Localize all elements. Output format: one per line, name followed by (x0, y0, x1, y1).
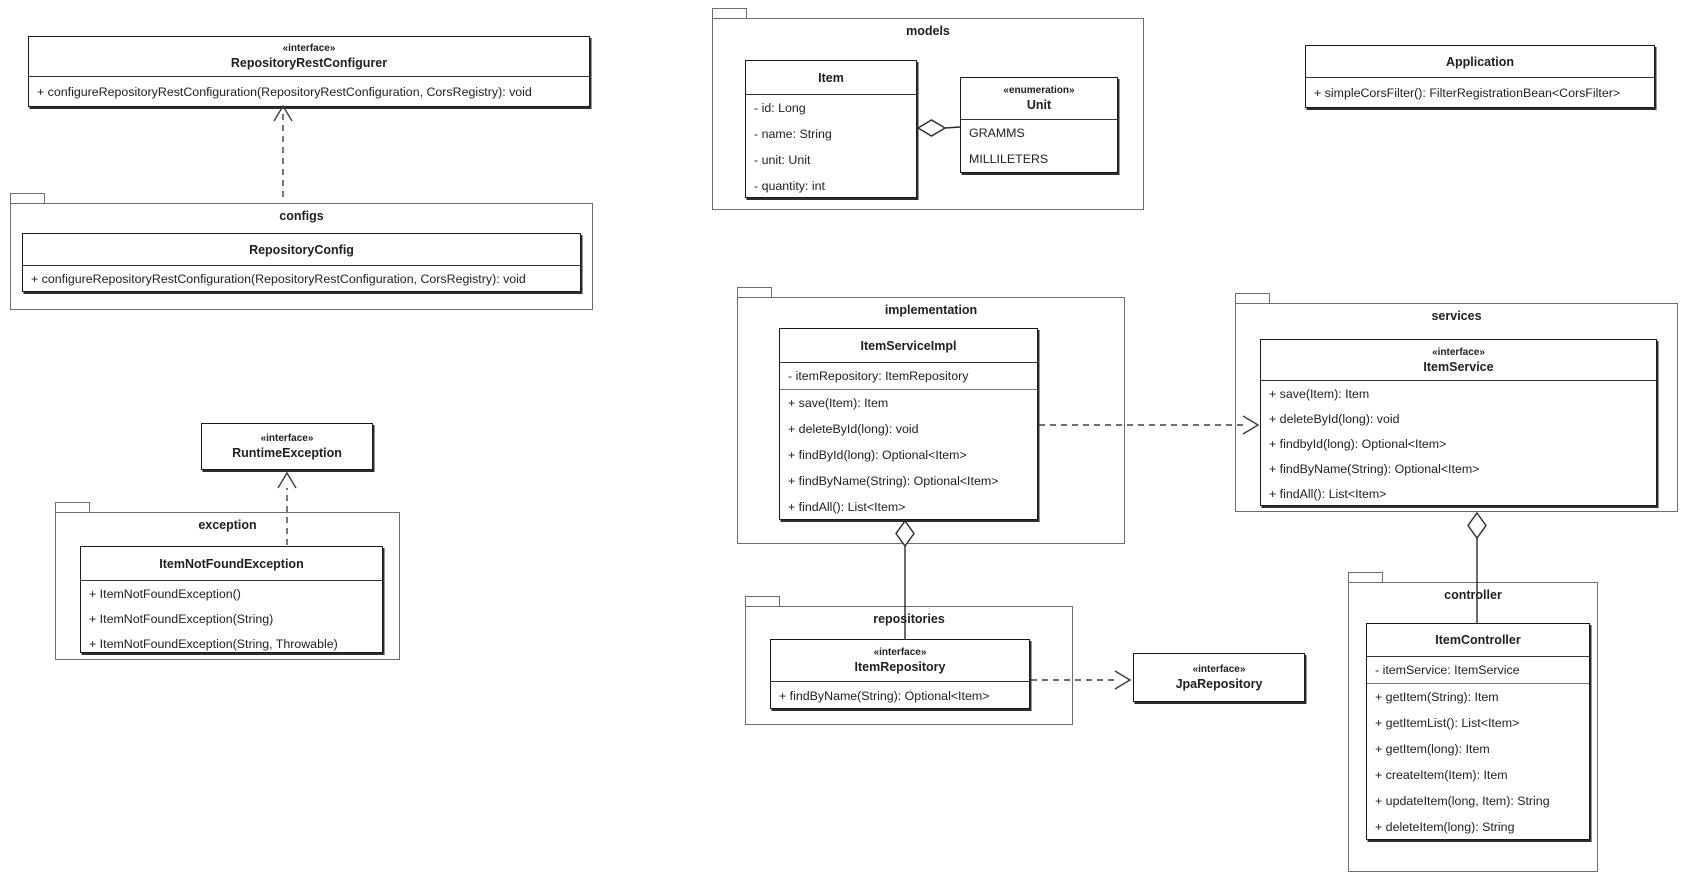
class-name: ItemNotFoundException (159, 556, 304, 571)
attribute: - itemService: ItemService (1375, 663, 1520, 677)
stereotype-label: «interface» (282, 43, 336, 54)
attribute: - name: String (754, 127, 832, 141)
method: + configureRepositoryRestConfiguration(R… (37, 84, 532, 99)
method: + deleteById(long): void (1269, 411, 1400, 426)
method: + findById(long): Optional<Item> (788, 448, 967, 462)
class-item[interactable]: Item - id: Long - name: String - unit: U… (745, 60, 917, 198)
package-tab (737, 287, 772, 298)
attribute: - id: Long (754, 101, 806, 115)
method: + findByName(String): Optional<Item> (1269, 461, 1480, 476)
method: + findbyId(long): Optional<Item> (1269, 436, 1447, 451)
interface-item-service[interactable]: «interface» ItemService + save(Item): It… (1260, 339, 1657, 506)
method: + ItemNotFoundException(String) (89, 611, 274, 626)
class-name: ItemController (1435, 633, 1521, 647)
package-label: implementation (884, 303, 978, 317)
method: + ItemNotFoundException(String, Throwabl… (89, 636, 338, 651)
stereotype-label: «interface» (260, 433, 314, 444)
attribute: - itemRepository: ItemRepository (788, 369, 969, 383)
stereotype-label: «interface» (1192, 664, 1246, 675)
class-repository-config[interactable]: RepositoryConfig + configureRepositoryRe… (22, 233, 581, 292)
method: + findAll(): List<Item> (1269, 486, 1387, 501)
enum-literal: GRAMMS (969, 126, 1025, 140)
stereotype-label: «enumeration» (1003, 85, 1075, 96)
class-name: RuntimeException (232, 446, 342, 460)
method: + save(Item): Item (788, 396, 889, 410)
class-item-controller[interactable]: ItemController - itemService: ItemServic… (1366, 623, 1590, 840)
attribute: - quantity: int (754, 179, 825, 193)
interface-jpa-repository[interactable]: «interface» JpaRepository (1133, 653, 1305, 702)
method: + ItemNotFoundException() (89, 586, 241, 601)
package-label: configs (279, 209, 324, 223)
class-name: Unit (1026, 98, 1052, 112)
method: + deleteById(long): void (788, 422, 919, 436)
package-tab (10, 193, 45, 204)
class-name: RepositoryRestConfigurer (230, 56, 388, 70)
method: + configureRepositoryRestConfiguration(R… (31, 271, 526, 286)
method: + updateItem(long, Item): String (1375, 794, 1550, 808)
connector-realization-repositoryconfig-repositoryrestconfigurer[interactable] (273, 104, 293, 197)
class-name: Application (1445, 54, 1515, 69)
method: + getItem(String): Item (1375, 690, 1499, 704)
method: + findByName(String): Optional<Item> (779, 688, 990, 703)
method: + getItemList(): List<Item> (1375, 716, 1520, 730)
method: + findAll(): List<Item> (788, 500, 906, 514)
method: + createItem(Item): Item (1375, 768, 1508, 782)
package-tab (1235, 293, 1270, 304)
class-name: JpaRepository (1175, 677, 1263, 691)
package-tab (1348, 572, 1383, 583)
class-item-not-found-exception[interactable]: ItemNotFoundException + ItemNotFoundExce… (80, 546, 383, 653)
class-name: ItemServiceImpl (860, 338, 957, 353)
class-runtime-exception[interactable]: «interface» RuntimeException (201, 423, 373, 470)
attribute: - unit: Unit (754, 153, 811, 167)
stereotype-label: «interface» (1432, 346, 1485, 358)
method: + getItem(long): Item (1375, 742, 1490, 756)
class-item-service-impl[interactable]: ItemServiceImpl - itemRepository: ItemRe… (779, 328, 1038, 520)
class-repository-rest-configurer[interactable]: «interface» RepositoryRestConfigurer + c… (28, 36, 590, 107)
package-label: services (1431, 309, 1482, 323)
package-label: controller (1444, 588, 1502, 602)
method: + deleteItem(long): String (1375, 820, 1515, 834)
package-label: repositories (873, 612, 945, 626)
class-name: Item (818, 70, 844, 85)
package-tab (745, 596, 780, 607)
package-tab (712, 8, 747, 19)
class-name: ItemService (1423, 359, 1494, 374)
package-label: exception (198, 518, 257, 532)
class-name: RepositoryConfig (249, 242, 354, 257)
stereotype-label: «interface» (873, 647, 927, 658)
package-label: models (906, 24, 950, 38)
enum-literal: MILLILETERS (969, 152, 1049, 166)
interface-item-repository[interactable]: «interface» ItemRepository + findByName(… (770, 639, 1030, 709)
class-name: ItemRepository (854, 660, 946, 674)
package-tab (55, 502, 90, 513)
method: + findByName(String): Optional<Item> (788, 474, 999, 488)
enum-unit[interactable]: «enumeration» Unit GRAMMS MILLILETERS (960, 77, 1118, 173)
method: + save(Item): Item (1269, 386, 1370, 401)
method: + simpleCorsFilter(): FilterRegistration… (1314, 85, 1621, 100)
class-application[interactable]: Application + simpleCorsFilter(): Filter… (1305, 45, 1655, 108)
